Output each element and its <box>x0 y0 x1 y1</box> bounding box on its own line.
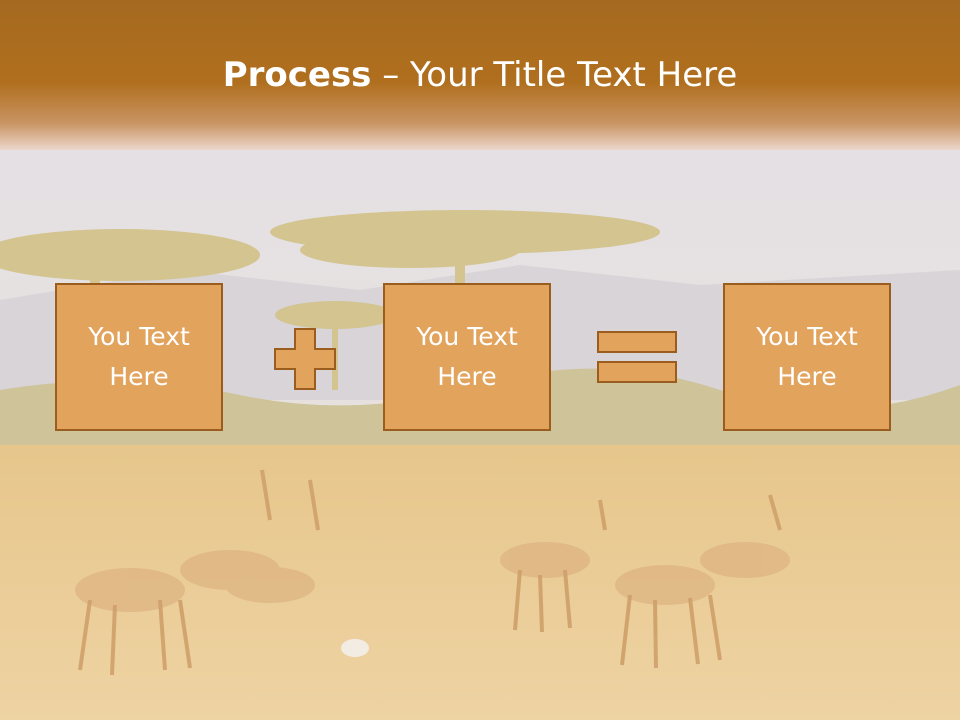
equals-icon <box>597 331 677 383</box>
text-box-2[interactable]: You Text Here <box>383 283 551 431</box>
title-rest: – Your Title Text Here <box>371 55 738 95</box>
text-box-2-line1: You Text <box>416 322 518 351</box>
title-banner: Process – Your Title Text Here <box>0 0 960 150</box>
plus-icon <box>274 328 336 390</box>
text-box-3-line2: Here <box>777 362 837 391</box>
text-box-1[interactable]: You Text Here <box>55 283 223 431</box>
text-box-3-line1: You Text <box>756 322 858 351</box>
slide-title: Process – Your Title Text Here <box>0 52 960 98</box>
text-box-1-line2: Here <box>109 362 169 391</box>
text-box-2-line2: Here <box>437 362 497 391</box>
text-box-1-line1: You Text <box>88 322 190 351</box>
text-box-3[interactable]: You Text Here <box>723 283 891 431</box>
title-bold: Process <box>222 55 372 95</box>
